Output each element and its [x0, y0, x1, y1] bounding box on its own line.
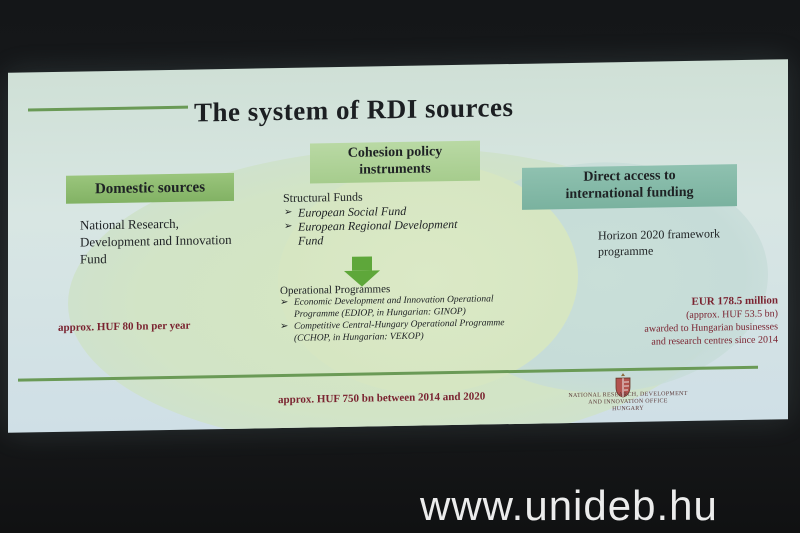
operational-programmes-list: Economic Development and Innovation Oper… — [280, 293, 530, 345]
list-item: Competitive Central-Hungary Operational … — [280, 317, 530, 345]
horizon-2020-text: Horizon 2020 framework programme — [598, 226, 720, 259]
structural-funds-list: European Social Fund European Regional D… — [284, 203, 464, 248]
direct-amount-line4: and research centres since 2014 — [651, 334, 778, 348]
direct-heading-line2: international funding — [565, 184, 694, 203]
direct-amount-headline: EUR 178.5 million — [691, 294, 778, 308]
direct-access-box: Direct access to international funding — [522, 164, 737, 210]
cohesion-heading-line2: instruments — [359, 161, 431, 178]
office-name: NATIONAL RESEARCH, DEVELOPMENT AND INNOV… — [563, 391, 693, 414]
domestic-sources-box: Domestic sources — [66, 172, 234, 204]
site-watermark: www.unideb.hu — [420, 482, 718, 529]
hungarian-coat-of-arms-icon — [615, 373, 631, 398]
cohesion-box: Cohesion policy instruments — [310, 140, 480, 184]
title-rule — [28, 105, 188, 112]
down-arrow-icon — [352, 256, 372, 271]
projected-slide: The system of RDI sources Domestic sourc… — [8, 59, 788, 433]
domestic-heading: Domestic sources — [94, 179, 206, 198]
direct-amount-block: EUR 178.5 million (approx. HUF 53.5 bn) … — [588, 294, 778, 349]
slide-title: The system of RDI sources — [194, 91, 514, 128]
domestic-amount: approx. HUF 80 bn per year — [58, 319, 191, 334]
office-name-line3: HUNGARY — [612, 405, 644, 413]
structural-funds-label: Structural Funds — [283, 189, 363, 206]
list-item: European Regional Development Fund — [284, 217, 464, 248]
domestic-body-text: National Research, Development and Innov… — [80, 215, 232, 267]
